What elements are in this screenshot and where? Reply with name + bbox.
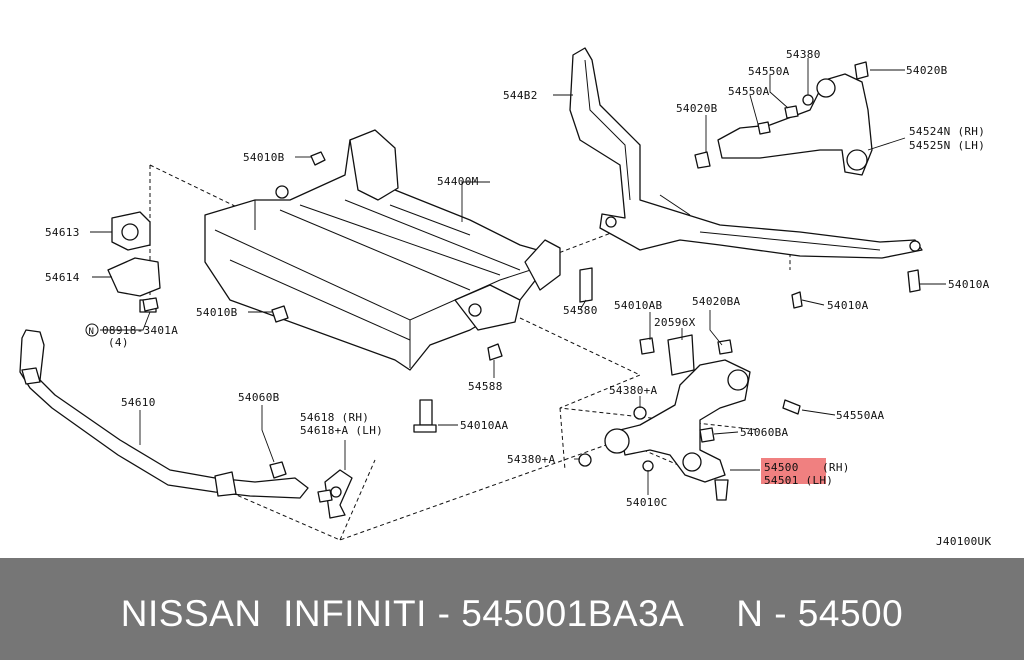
label-54524n[interactable]: 54524N (RH) [909, 125, 985, 138]
n-letter: N [89, 327, 94, 337]
dashed-guide-bottom [224, 439, 691, 541]
dashed-guide-right [519, 317, 761, 471]
label-08918-qty: (4) [108, 336, 129, 349]
label-08918[interactable]: 08918-3401A [102, 324, 178, 337]
bushing-clamp-drawing [107, 211, 161, 313]
label-54618a[interactable]: 54618+A (LH) [300, 424, 383, 437]
highlight-54500 [761, 458, 826, 484]
leader-lines [90, 58, 946, 495]
label-54020ba[interactable]: 54020BA [692, 295, 741, 308]
suspension-member-drawing [204, 129, 561, 371]
label-54613[interactable]: 54613 [45, 226, 80, 239]
label-54550a-1[interactable]: 54550A [748, 65, 790, 78]
parts-diagram: 54010B 54400M 54613 54614 N 08918-3401A … [19, 47, 992, 548]
label-54380a-1[interactable]: 54380+A [609, 384, 658, 397]
label-544b2[interactable]: 544B2 [503, 89, 538, 102]
label-54500[interactable]: 54500 [764, 461, 799, 474]
part-number-title: NISSAN INFINITI - 545001BA3A N - 54500 [120, 593, 904, 634]
label-54525n[interactable]: 54525N (LH) [909, 139, 985, 152]
upper-link-drawing [694, 61, 873, 176]
stabilizer-bar-drawing [19, 329, 309, 499]
label-54010a-mid[interactable]: 54010A [827, 299, 869, 312]
label-54010b-mid[interactable]: 54010B [196, 306, 238, 319]
footer-bar: NISSAN INFINITI - 545001BA3A N - 54500 [0, 558, 1024, 660]
label-54020b-right[interactable]: 54020B [906, 64, 948, 77]
label-54400m[interactable]: 54400M [437, 175, 479, 188]
upper-link-hardware-drawing [639, 94, 921, 355]
catalog-code: J40100UK [936, 535, 991, 548]
label-54610[interactable]: 54610 [121, 396, 156, 409]
lower-link-drawing [578, 334, 801, 501]
label-54010a-right[interactable]: 54010A [948, 278, 990, 291]
label-54060ba[interactable]: 54060BA [740, 426, 789, 439]
label-20596x[interactable]: 20596X [654, 316, 696, 329]
label-54020b-left[interactable]: 54020B [676, 102, 718, 115]
stabilizer-link-drawing [317, 469, 353, 519]
label-54588[interactable]: 54588 [468, 380, 503, 393]
label-54380a-2[interactable]: 54380+A [507, 453, 556, 466]
label-54380[interactable]: 54380 [786, 48, 821, 61]
label-54010b-top[interactable]: 54010B [243, 151, 285, 164]
fastener-drawings [142, 151, 593, 479]
label-54618[interactable]: 54618 (RH) [300, 411, 369, 424]
label-54614[interactable]: 54614 [45, 271, 80, 284]
label-54580[interactable]: 54580 [563, 304, 598, 317]
label-54500-rh: (RH) [822, 461, 850, 474]
label-54550a-2[interactable]: 54550A [728, 85, 770, 98]
label-54060b[interactable]: 54060B [238, 391, 280, 404]
label-54010aa[interactable]: 54010AA [460, 419, 509, 432]
label-54010ab[interactable]: 54010AB [614, 299, 663, 312]
label-54010c[interactable]: 54010C [626, 496, 668, 509]
bracket-544b2-drawing [569, 47, 923, 259]
n-circle-icon [85, 323, 99, 337]
label-54550aa[interactable]: 54550AA [836, 409, 885, 422]
label-54501[interactable]: 54501 (LH) [764, 474, 833, 487]
exploded-view-drawing: 54010B 54400M 54613 54614 N 08918-3401A … [19, 47, 991, 548]
